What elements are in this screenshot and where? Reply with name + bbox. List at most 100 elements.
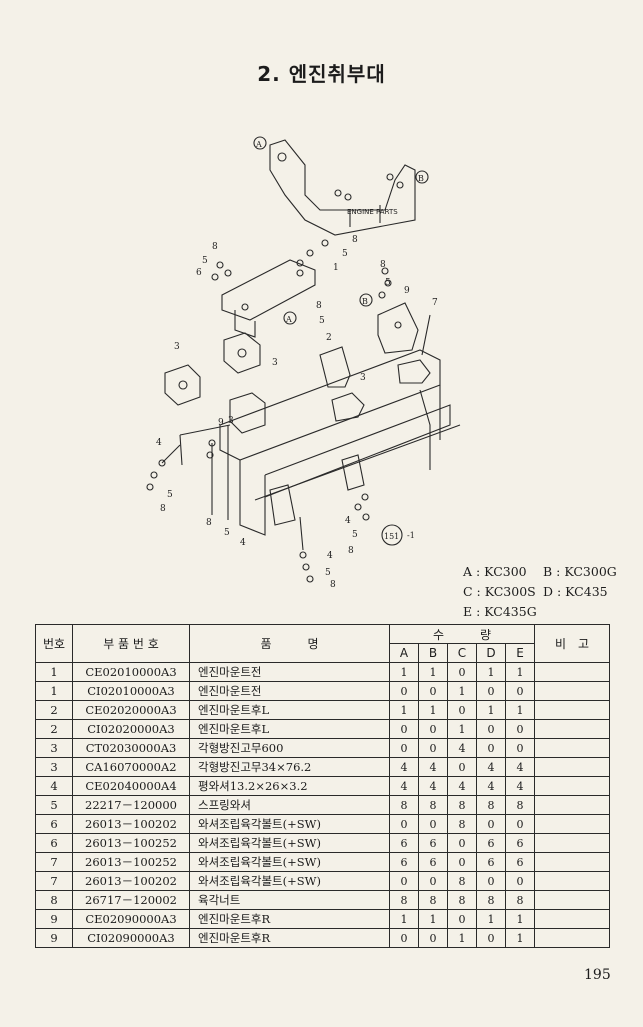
quantity-cell: 0 (418, 871, 448, 891)
svg-text:-1: -1 (407, 531, 415, 540)
bolt-stack-bottom (299, 516, 314, 583)
quantity-cell: 6 (389, 852, 419, 872)
header-qty: 수 량 (388, 624, 536, 644)
remarks-cell (534, 700, 611, 720)
svg-text:3: 3 (174, 342, 180, 352)
part-name: 엔진마운트후L (189, 700, 390, 720)
remarks-cell (534, 738, 611, 758)
quantity-cell: 0 (447, 909, 477, 929)
quantity-cell: 0 (389, 738, 419, 758)
callout-a-top: A (253, 136, 267, 150)
svg-text:4: 4 (327, 551, 333, 561)
row-number: 2 (35, 700, 73, 720)
row-number: 7 (35, 871, 73, 891)
quantity-cell: 0 (389, 871, 419, 891)
remarks-cell (534, 757, 611, 777)
engine-mount-rear-l (319, 346, 351, 388)
remarks-cell (534, 890, 611, 910)
part-name: 평와셔13.2×26×3.2 (189, 776, 390, 796)
part-number: CA16070000A2 (72, 757, 190, 777)
part-name: 엔진마운트후L (189, 719, 390, 739)
rubber-mount-4 (331, 392, 365, 422)
quantity-cell: 4 (418, 776, 448, 796)
remarks-cell (534, 681, 611, 701)
svg-text:4: 4 (156, 438, 162, 448)
header-qty-d: D (476, 643, 506, 663)
quantity-cell: 0 (447, 662, 477, 682)
engine-parts-label: ENGINE PARTS (347, 208, 398, 216)
rubber-mount-3 (229, 392, 266, 434)
quantity-cell: 4 (504, 776, 536, 796)
quantity-cell: 1 (447, 681, 477, 701)
row-number: 3 (35, 738, 73, 758)
quantity-cell: 6 (504, 852, 536, 872)
model-d: D : KC435 (543, 584, 608, 599)
quantity-cell: 0 (476, 814, 506, 834)
rubber-mount-5 (397, 359, 431, 384)
remarks-cell (534, 852, 611, 872)
quantity-cell: 4 (476, 757, 506, 777)
quantity-cell: 0 (476, 738, 506, 758)
remarks-cell (534, 814, 611, 834)
row-number: 5 (35, 795, 73, 815)
header-qty-e: E (504, 643, 536, 663)
model-c: C : KC300S (463, 584, 536, 599)
quantity-cell: 0 (476, 719, 506, 739)
quantity-cell: 1 (476, 662, 506, 682)
quantity-cell: 0 (504, 871, 536, 891)
part-number: CE02040000A4 (72, 776, 190, 796)
remarks-cell (534, 909, 611, 929)
svg-text:3: 3 (228, 416, 234, 426)
quantity-cell: 0 (504, 681, 536, 701)
quantity-cell: 0 (504, 719, 536, 739)
quantity-cell: 8 (504, 890, 536, 910)
row-number: 1 (35, 681, 73, 701)
svg-text:5: 5 (385, 278, 391, 288)
svg-text:8: 8 (160, 504, 166, 514)
remarks-cell (534, 928, 611, 948)
svg-text:5: 5 (167, 490, 173, 500)
quantity-cell: 8 (418, 890, 448, 910)
svg-text:3: 3 (360, 373, 366, 383)
quantity-cell: 6 (476, 833, 506, 853)
quantity-cell: 4 (447, 776, 477, 796)
part-number: CE02090000A3 (72, 909, 190, 929)
quantity-cell: 8 (447, 871, 477, 891)
svg-text:1: 1 (333, 263, 339, 273)
part-number-callouts: 856 851 852 333 859 739 458 854 458 458 (156, 235, 438, 590)
quantity-cell: 8 (389, 795, 419, 815)
quantity-cell: 1 (504, 928, 536, 948)
quantity-cell: 6 (418, 852, 448, 872)
part-number: CT02030000A3 (72, 738, 190, 758)
svg-text:9: 9 (404, 286, 410, 296)
model-a: A : KC300 (463, 564, 527, 579)
quantity-cell: 6 (418, 833, 448, 853)
quantity-cell: 0 (389, 814, 419, 834)
quantity-cell: 0 (418, 719, 448, 739)
part-name: 와셔조립육각볼트(+SW) (189, 814, 390, 834)
svg-text:9: 9 (218, 418, 224, 428)
quantity-cell: 0 (389, 719, 419, 739)
quantity-cell: 0 (476, 928, 506, 948)
quantity-cell: 8 (389, 890, 419, 910)
header-qty-b: B (418, 643, 448, 663)
svg-text:3: 3 (272, 358, 278, 368)
quantity-cell: 0 (476, 871, 506, 891)
callout-b-mid: B (359, 293, 373, 307)
svg-text:4: 4 (345, 516, 351, 526)
part-name: 와셔조립육각볼트(+SW) (189, 833, 390, 853)
row-number: 3 (35, 757, 73, 777)
header-part-no: 부 품 번 호 (72, 624, 190, 663)
header-qty-a: A (389, 643, 419, 663)
quantity-cell: 0 (418, 681, 448, 701)
